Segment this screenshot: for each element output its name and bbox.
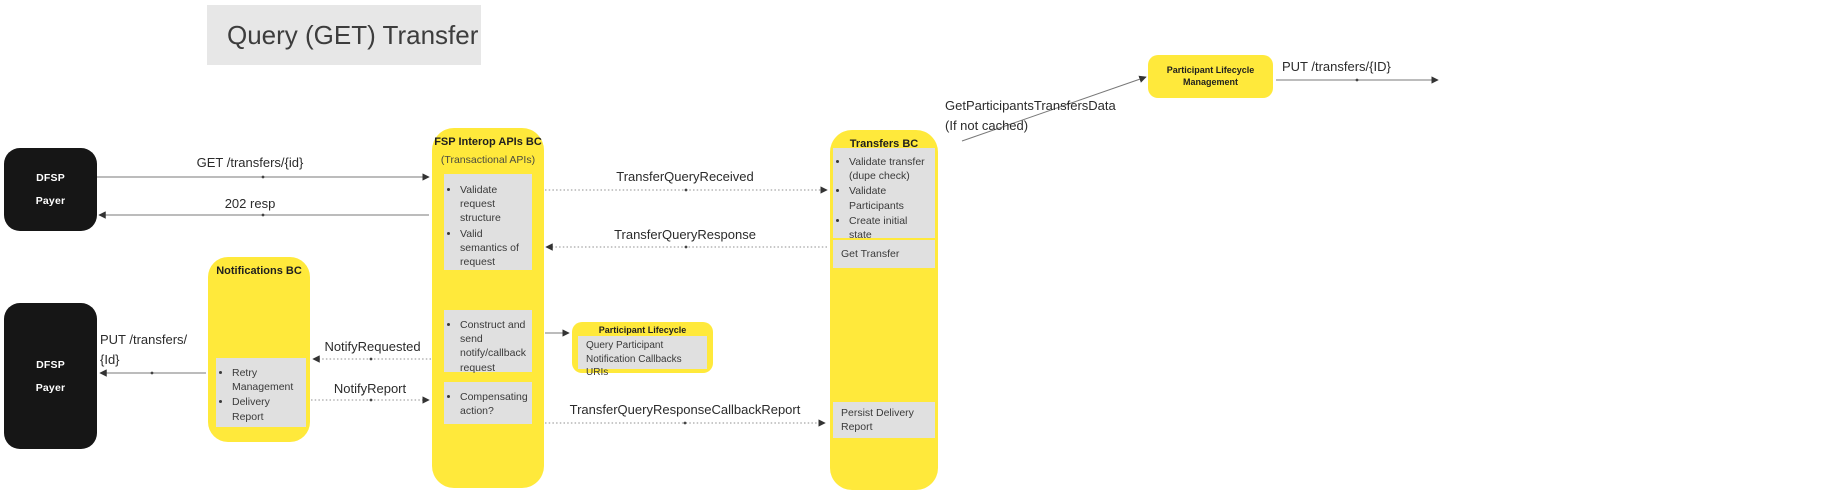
- panel-retry-delivery: Retry Management Delivery Report: [216, 358, 306, 427]
- waypoint-dot: [1355, 78, 1359, 82]
- msg-notify-report-label: NotifyReport: [333, 381, 407, 396]
- panel-construct-notify: Construct and send notify/callback reque…: [444, 310, 532, 375]
- panel-text: Get Transfer: [841, 247, 900, 260]
- waypoint-dot: [684, 188, 688, 192]
- panel-item: Validate request structure: [460, 183, 530, 226]
- component-participant-lifecycle-top: Participant Lifecycle Management: [1148, 55, 1273, 98]
- msg-line1: GetParticipantsTransfersData: [945, 98, 1116, 113]
- msg-202-resp-label: 202 resp: [224, 196, 276, 211]
- panel-compensating-action: Compensating action?: [444, 382, 532, 424]
- component-subtitle: (Transactional APIs): [440, 154, 536, 166]
- component-title: Transfers BC: [849, 138, 919, 150]
- panel-text: Persist Delivery Report: [841, 407, 914, 434]
- waypoint-dot: [261, 175, 265, 179]
- panel-validate-transfer: Validate transfer (dupe check) Validate …: [833, 148, 935, 241]
- component-notifications-bc: Notifications BC Retry Management Delive…: [208, 257, 310, 442]
- panel-item: Valid semantics of request: [460, 227, 530, 270]
- waypoint-dot: [683, 421, 687, 425]
- waypoint-dot: [369, 398, 373, 402]
- panel-item: Compensating action?: [460, 390, 530, 418]
- arrow-get-participants-data: [961, 75, 1147, 142]
- component-title: Participant Lifecycle Management: [1166, 65, 1255, 87]
- waypoint-dot: [150, 371, 154, 375]
- panel-item: Validate Participants: [849, 184, 933, 212]
- actor-label-line2: Payer: [35, 195, 66, 207]
- actor-label-line2: Payer: [35, 381, 66, 394]
- diagram-title: Query (GET) Transfer: [207, 5, 481, 65]
- waypoint-dot: [684, 245, 688, 249]
- component-title: FSP Interop APIs BC: [434, 136, 542, 148]
- panel-persist-delivery-report: Persist Delivery Report: [833, 402, 935, 438]
- panel-item: Retry Management: [232, 366, 304, 394]
- waypoint-dot: [261, 213, 265, 217]
- msg-put-transfers-upper-label: PUT /transfers/{ID}: [1282, 59, 1391, 74]
- actor-label-line1: DFSP: [36, 358, 65, 371]
- panel-text: Query Participant Notification Callbacks…: [586, 340, 682, 378]
- diagram-title-text: Query (GET) Transfer: [227, 19, 479, 50]
- actor-label-line1: DFSP: [36, 172, 65, 184]
- component-transfers-bc: Transfers BC Validate transfer (dupe che…: [830, 130, 938, 490]
- component-participant-lifecycle-mid: Participant Lifecycle Management Query P…: [572, 322, 713, 378]
- msg-transfer-query-response-label: TransferQueryResponse: [614, 227, 756, 242]
- actor-dfsp-payer-top: DFSP Payer: [4, 148, 97, 231]
- msg-get-transfers-label: GET /transfers/{id}: [196, 155, 304, 170]
- panel-item: Validate transfer (dupe check): [849, 155, 933, 183]
- msg-transfer-query-response-callback-report-label: TransferQueryResponseCallbackReport: [569, 402, 801, 417]
- msg-transfer-query-received-label: TransferQueryReceived: [616, 169, 754, 184]
- msg-get-participants-transfers-data-label: GetParticipantsTransfersData (If not cac…: [945, 96, 1190, 135]
- panel-validate-request: Validate request structure Valid semanti…: [444, 174, 532, 270]
- actor-dfsp-payer-bottom: DFSP Payer: [4, 303, 97, 449]
- panel-query-participant-callbacks: Query Participant Notification Callbacks…: [578, 336, 707, 378]
- panel-item: Delivery Report: [232, 395, 304, 423]
- panel-item: Construct and send notify/callback reque…: [460, 318, 530, 375]
- msg-line2: (If not cached): [945, 117, 1029, 133]
- panel-get-transfer: Get Transfer: [833, 240, 935, 268]
- component-title: Notifications BC: [216, 265, 302, 277]
- msg-line1: PUT /transfers/: [100, 332, 188, 347]
- msg-line2: {Id}: [100, 351, 120, 367]
- waypoint-dot: [369, 357, 373, 361]
- msg-notify-requested-label: NotifyRequested: [324, 339, 421, 354]
- panel-item: Create initial state: [849, 214, 933, 242]
- component-fsp-interop-apis-bc: FSP Interop APIs BC (Transactional APIs)…: [432, 128, 544, 488]
- msg-put-transfers-lower-label: PUT /transfers/ {Id}: [100, 330, 210, 369]
